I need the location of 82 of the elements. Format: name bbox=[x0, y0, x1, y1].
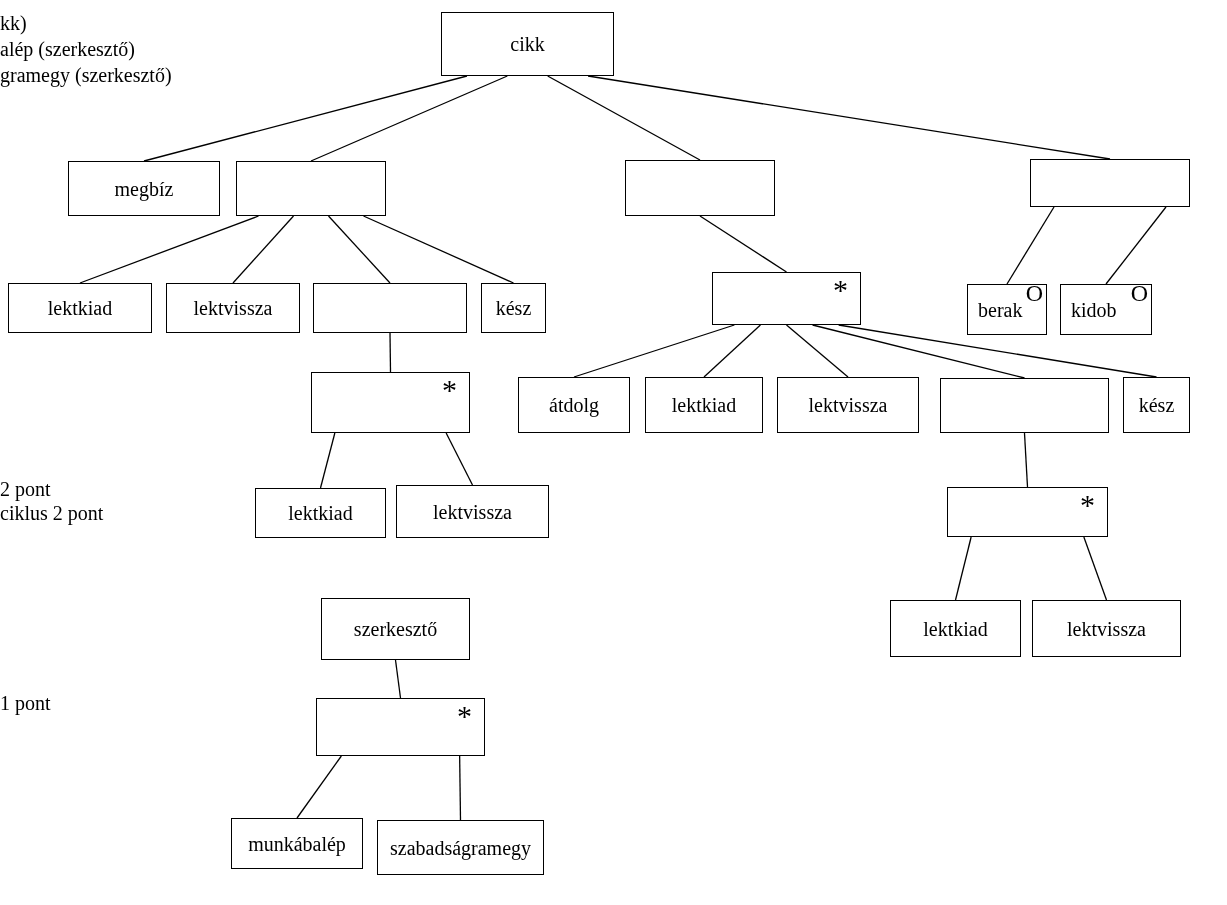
note-text: ciklus 2 pont bbox=[0, 502, 104, 524]
note-text: gramegy (szerkesztő) bbox=[0, 64, 172, 86]
tree-connector bbox=[1023, 432, 1029, 488]
node-label: cikk bbox=[509, 33, 546, 55]
tree-connector bbox=[232, 215, 295, 284]
node-label: lektkiad bbox=[670, 394, 738, 416]
node-label: megbíz bbox=[113, 177, 175, 200]
tree-node-box bbox=[166, 283, 300, 333]
tree-node-box bbox=[645, 377, 763, 433]
tree-connector bbox=[954, 536, 972, 601]
repetition-mark: * bbox=[1080, 490, 1095, 520]
tree-connector bbox=[362, 215, 515, 284]
tree-connector bbox=[310, 75, 508, 162]
repetition-mark: * bbox=[442, 375, 457, 405]
node-label: átdolg bbox=[548, 394, 600, 416]
tree-node-box bbox=[481, 283, 546, 333]
tree-connector bbox=[319, 432, 336, 489]
tree-connector bbox=[1006, 206, 1055, 285]
node-label: lektvissza bbox=[192, 297, 274, 319]
tree-connector bbox=[811, 324, 1026, 379]
tree-node-box bbox=[311, 372, 470, 433]
node-label: lektvissza bbox=[1066, 617, 1147, 640]
tree-node-box bbox=[947, 487, 1108, 537]
tree-connector bbox=[445, 432, 474, 486]
note-text: 1 pont bbox=[0, 692, 51, 714]
tree-connector bbox=[785, 324, 849, 378]
tree-node-box bbox=[68, 161, 220, 216]
tree-connector bbox=[587, 75, 1111, 160]
tree-node-box bbox=[231, 818, 363, 869]
empty-box bbox=[1030, 159, 1190, 207]
tree-connector bbox=[143, 75, 468, 162]
tree-node-box bbox=[316, 698, 485, 756]
tree-node-box bbox=[777, 377, 919, 433]
node-label: kész bbox=[1137, 394, 1176, 416]
tree-connector bbox=[79, 215, 260, 284]
note-text: 2 pont bbox=[0, 478, 51, 500]
empty-box bbox=[236, 161, 386, 216]
tree-connector bbox=[573, 324, 735, 378]
tree-node-box bbox=[8, 283, 152, 333]
tree-node-box bbox=[967, 284, 1047, 335]
tree-node-box bbox=[377, 820, 544, 875]
tree-connector bbox=[703, 324, 762, 378]
tree-node-box bbox=[890, 600, 1021, 657]
tree-connector bbox=[1083, 536, 1108, 601]
tree-connector bbox=[547, 75, 701, 161]
node-label: kidob bbox=[1071, 298, 1117, 321]
tree-node-box bbox=[1060, 284, 1152, 335]
note-text: kk) bbox=[0, 12, 27, 34]
tree-connector bbox=[394, 659, 402, 699]
empty-box bbox=[625, 160, 775, 216]
node-label: lektkiad bbox=[46, 297, 114, 319]
node-label: kész bbox=[494, 297, 533, 319]
node-label: berak bbox=[978, 298, 1023, 321]
empty-box bbox=[313, 283, 467, 333]
tree-node-box bbox=[255, 488, 386, 538]
option-mark: O bbox=[1130, 281, 1148, 305]
tree-connector bbox=[699, 215, 788, 273]
tree-node-box bbox=[441, 12, 614, 76]
empty-box bbox=[940, 378, 1109, 433]
tree-connector bbox=[838, 324, 1158, 378]
node-label: lektvissza bbox=[807, 394, 889, 416]
note-text: alép (szerkesztő) bbox=[0, 38, 135, 60]
node-label: lektkiad bbox=[287, 502, 354, 524]
node-label: lektkiad bbox=[922, 617, 989, 640]
node-label: szabadságramegy bbox=[388, 836, 532, 859]
tree-node-box bbox=[712, 272, 861, 325]
node-label: szerkesztő bbox=[352, 618, 439, 640]
node-label: lektvissza bbox=[432, 500, 513, 523]
tree-node-box bbox=[321, 598, 470, 660]
node-label: munkábalép bbox=[247, 832, 347, 855]
repetition-mark: * bbox=[457, 701, 472, 731]
tree-node-box bbox=[518, 377, 630, 433]
tree-connector bbox=[459, 755, 462, 821]
repetition-mark: * bbox=[833, 275, 848, 305]
tree-node-box bbox=[396, 485, 549, 538]
tree-node-box bbox=[1032, 600, 1181, 657]
option-mark: O bbox=[1025, 281, 1043, 305]
tree-connector bbox=[389, 332, 392, 373]
tree-connector bbox=[296, 755, 342, 819]
tree-connector bbox=[327, 215, 391, 284]
tree-connector bbox=[1105, 206, 1167, 285]
tree-node-box bbox=[1123, 377, 1190, 433]
